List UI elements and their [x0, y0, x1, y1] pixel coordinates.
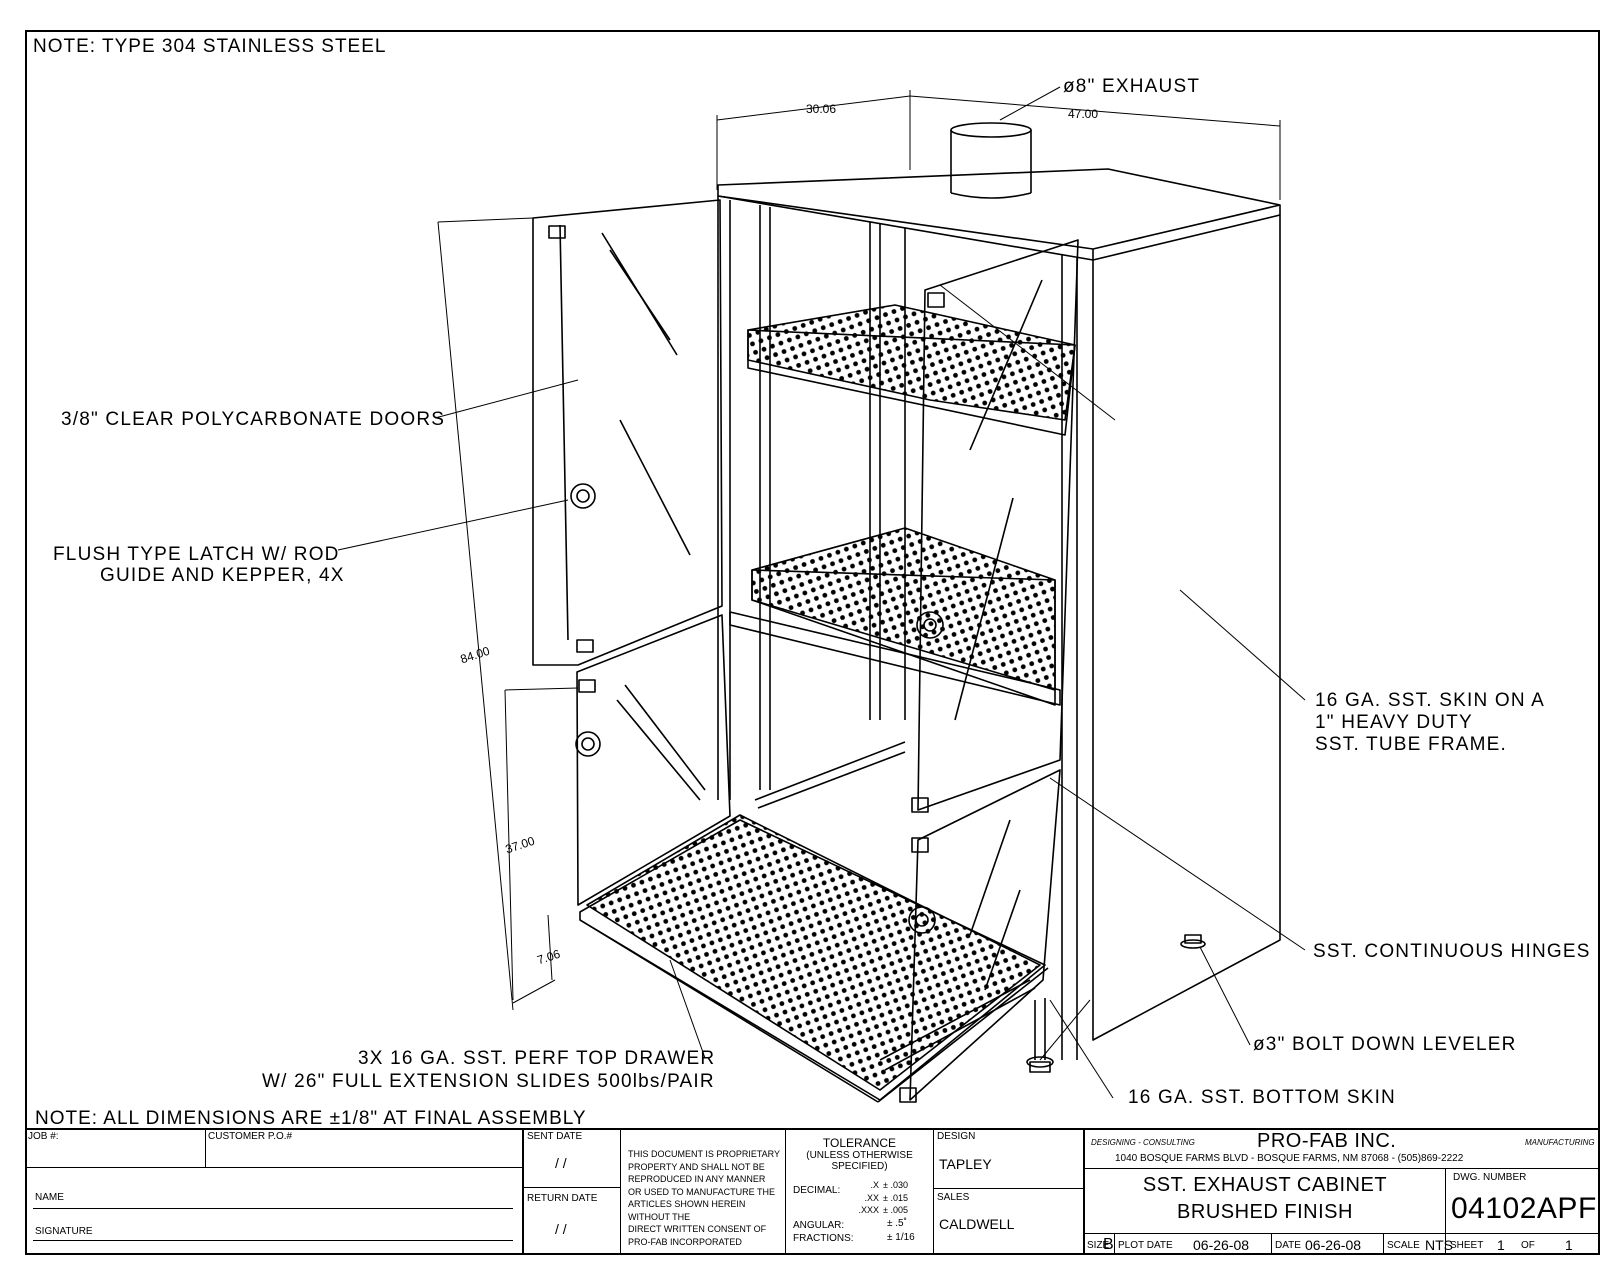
note-material: NOTE: TYPE 304 STAINLESS STEEL [33, 36, 387, 57]
decimal-codes: .X .XX .XXX [858, 1180, 879, 1215]
drawing-border [25, 30, 1600, 1255]
callout-skin-line3: SST. TUBE FRAME. [1315, 734, 1507, 755]
drawing-title-line1: SST. EXHAUST CABINET [1142, 1174, 1388, 1196]
date-value: 06-26-08 [1305, 1237, 1362, 1253]
note-dimensions: NOTE: ALL DIMENSIONS ARE ±1/8" AT FINAL … [35, 1108, 587, 1129]
callout-exhaust: ø8" EXHAUST [1063, 76, 1201, 97]
scale-label: SCALE [1387, 1240, 1420, 1251]
plot-date-value: 06-26-08 [1193, 1237, 1250, 1253]
callout-skin-line1: 16 GA. SST. SKIN ON A [1315, 690, 1546, 711]
shelf-middle [751, 527, 1056, 691]
callout-drawer-line1: 3X 16 GA. SST. PERF TOP DRAWER [358, 1048, 716, 1069]
callout-hinges: SST. CONTINUOUS HINGES [1313, 941, 1591, 962]
name-label: NAME [35, 1192, 64, 1203]
drawer-top [586, 814, 1041, 1091]
job-label: JOB #: [28, 1131, 59, 1142]
angular-value: ± .5˚ [887, 1218, 907, 1229]
dim-width: 47.00 [1068, 107, 1099, 121]
date-label: DATE [1275, 1240, 1301, 1251]
sales-label: SALES [937, 1192, 970, 1203]
plot-date-label: PLOT DATE [1118, 1240, 1173, 1251]
proprietary-notice: THIS DOCUMENT IS PROPRIETARY PROPERTY AN… [628, 1149, 781, 1247]
sales-value: CALDWELL [939, 1216, 1015, 1232]
dwg-number-label: DWG. NUMBER [1453, 1172, 1527, 1183]
callout-skin-line2: 1" HEAVY DUTY [1315, 712, 1473, 733]
callout-doors: 3/8" CLEAR POLYCARBONATE DOORS [61, 409, 446, 430]
dwg-number: 04102APF [1451, 1192, 1597, 1225]
of-label: OF [1521, 1240, 1535, 1251]
company-name: PRO-FAB INC. [1257, 1130, 1397, 1152]
designing-consulting: DESIGNING - CONSULTING [1091, 1138, 1195, 1147]
return-date-value: / / [555, 1221, 567, 1237]
design-label: DESIGN [937, 1131, 976, 1142]
size-value: B [1103, 1236, 1114, 1253]
cabinet-side-panel [1092, 214, 1281, 1041]
fractions-value: ± 1/16 [887, 1232, 915, 1243]
callout-latch-line2: GUIDE AND KEPPER, 4X [100, 565, 345, 586]
decimal-values: ± .030 ± .015 ± .005 [883, 1180, 908, 1215]
return-date-label: RETURN DATE [527, 1193, 598, 1204]
sent-date-label: SENT DATE [527, 1131, 583, 1142]
dim-depth: 30.06 [806, 102, 837, 116]
callout-bottom-skin: 16 GA. SST. BOTTOM SKIN [1128, 1087, 1396, 1108]
callout-latch-line1: FLUSH TYPE LATCH W/ ROD [53, 544, 340, 565]
customer-po-label: CUSTOMER P.O.# [208, 1131, 293, 1142]
sent-date-value: / / [555, 1155, 567, 1171]
signature-label: SIGNATURE [35, 1226, 93, 1237]
cabinet-top [717, 168, 1281, 250]
company-address: 1040 BOSQUE FARMS BLVD - BOSQUE FARMS, N… [1115, 1153, 1464, 1164]
fractions-label: FRACTIONS: [793, 1233, 854, 1244]
tolerance-block: TOLERANCE (UNLESS OTHERWISE SPECIFIED) [806, 1136, 913, 1172]
decimal-label: DECIMAL: [793, 1185, 841, 1196]
door-lower-left [576, 614, 731, 906]
drawing-title-line2: BRUSHED FINISH [1177, 1201, 1353, 1223]
manufacturing: MANUFACTURING [1525, 1138, 1595, 1147]
callout-drawer-line2: W/ 26" FULL EXTENSION SLIDES 500lbs/PAIR [262, 1071, 715, 1092]
size-label: SIZE [1087, 1240, 1110, 1251]
scale-value: NTS [1425, 1237, 1453, 1253]
sheet-label: SHEET [1450, 1240, 1484, 1251]
sheet-total: 1 [1565, 1237, 1573, 1253]
sheet-value: 1 [1497, 1237, 1505, 1253]
door-upper-left [532, 199, 723, 666]
design-value: TAPLEY [939, 1156, 992, 1172]
title-block: JOB #: CUSTOMER P.O.# NAME SIGNATURE SEN… [25, 1128, 1600, 1255]
angular-label: ANGULAR: [793, 1220, 845, 1231]
callout-leveler: ø3" BOLT DOWN LEVELER [1253, 1034, 1517, 1055]
